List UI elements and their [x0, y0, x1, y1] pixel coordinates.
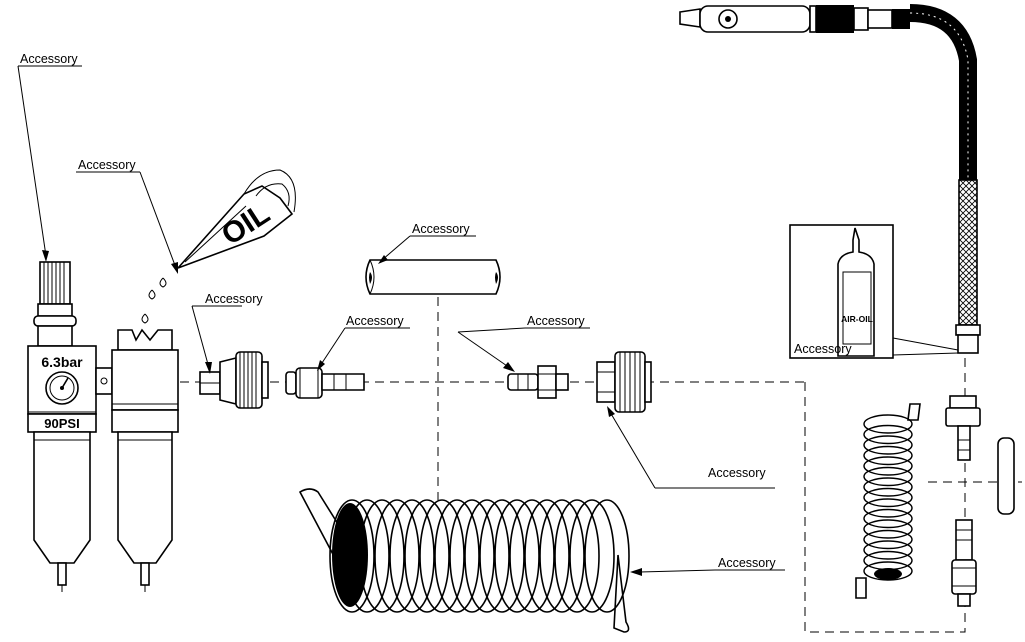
gauge-bar-label: 6.3bar: [41, 354, 83, 370]
oil-drops: [141, 277, 167, 324]
oil-bottle-label: AIR-OIL: [841, 314, 873, 324]
plug-callout-label: Accessory: [346, 314, 404, 328]
small-coil-loop: [863, 466, 913, 487]
coil-loop: [479, 499, 525, 613]
quick-coupler-right: [596, 351, 652, 413]
coil-hose-callout-label: Accessory: [718, 556, 776, 570]
coil-loop: [374, 499, 420, 613]
coil-loop: [434, 499, 480, 613]
coil-loop: [389, 499, 435, 613]
straight-hose: [365, 259, 501, 295]
small-coil-loop: [863, 435, 913, 455]
small-coil-loop: [863, 529, 913, 550]
handpiece-tool: [679, 4, 981, 354]
right-nipple: [945, 395, 981, 461]
coil-loop: [509, 499, 555, 613]
coil-loop: [344, 499, 390, 613]
callout-lines: [17, 65, 785, 576]
lubricator-callout-label: Accessory: [78, 158, 136, 172]
coil-loop: [569, 499, 615, 613]
coil-loop: [464, 499, 510, 613]
coil-loop: [584, 499, 630, 613]
small-coil-loop: [863, 498, 913, 518]
right-plug: [951, 519, 977, 607]
small-coil-loop: [863, 540, 913, 560]
coil-loop: [524, 499, 570, 613]
small-coil-loop: [863, 487, 913, 508]
coil-loop: [419, 499, 465, 613]
small-coil-loop: [863, 561, 913, 581]
oil-box-callout-label: Accessory: [794, 342, 852, 356]
coil-loop: [554, 499, 600, 613]
small-coil-hose: [855, 403, 921, 599]
regulator-callout-label: Accessory: [20, 52, 78, 66]
gauge-psi-label: 90PSI: [44, 416, 79, 431]
small-coil-loop: [863, 414, 913, 434]
small-coil-loop: [863, 519, 913, 539]
coil-loop: [494, 499, 540, 613]
oil-can: OIL: [177, 169, 296, 269]
coupler-right-callout-label: Accessory: [708, 466, 766, 480]
quick-coupler-left: [199, 351, 269, 409]
small-coil-loop: [863, 550, 913, 571]
coil-loop: [404, 499, 450, 613]
small-coil-loop: [863, 445, 913, 466]
small-coil-loop: [863, 508, 913, 529]
unit-connector: [95, 367, 113, 395]
oil-bottle-box: AIR-OIL: [789, 224, 959, 359]
coupler-callout-label: Accessory: [205, 292, 263, 306]
plug-hose-barb: [285, 367, 365, 399]
nipple-fitting: [507, 365, 569, 399]
straight-hose-callout-label: Accessory: [412, 222, 470, 236]
nipple-callout-label: Accessory: [527, 314, 585, 328]
callout-labels: Accessory Accessory Accessory Accessory …: [20, 52, 852, 570]
filter-regulator: 6.3bar 90PSI: [27, 261, 97, 592]
small-coil-loop: [863, 456, 913, 476]
lubricator: [111, 328, 179, 592]
small-coil-loop: [863, 477, 913, 497]
coil-loop: [449, 499, 495, 613]
small-hose-segment: [997, 437, 1015, 515]
coil-loop: [329, 499, 375, 613]
coil-loop: [359, 499, 405, 613]
coil-loop: [539, 499, 585, 613]
coil-hose: [298, 488, 630, 633]
small-coil-loop: [863, 424, 913, 445]
